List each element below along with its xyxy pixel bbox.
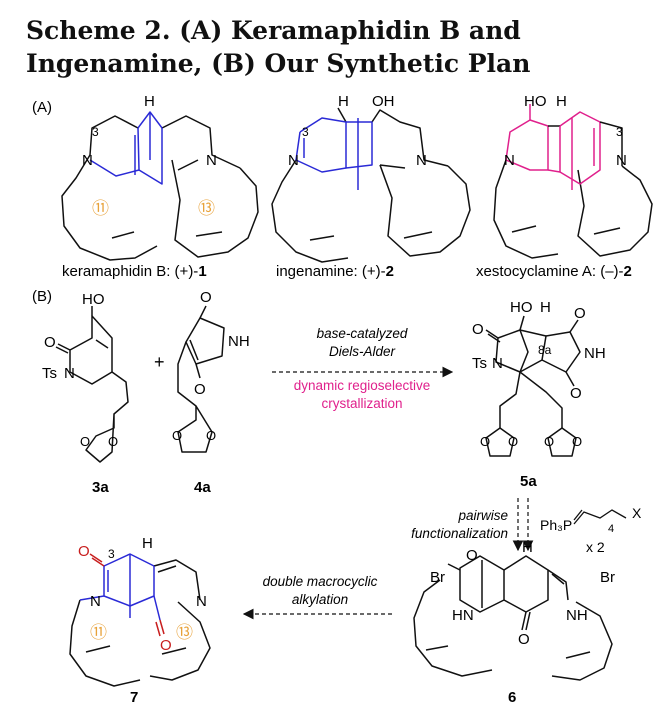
c6-h: H [522,539,533,556]
c4a-o-top: O [200,289,212,306]
c4a-nh: NH [228,333,250,350]
c5a-o-ring-1: O [480,434,490,449]
keramaphidin-n-right: N [206,152,217,169]
c4a-label: 4a [194,479,211,496]
pairwise-line2: functionalization [411,526,508,541]
ingenamine-n-right: N [416,152,427,169]
c4a-o-bottom: O [194,381,206,398]
keramaphidin-ring-11: ⑪ [92,199,109,218]
c4a-o-ring-2: O [206,428,216,443]
c7-n-right: N [196,593,207,610]
pairwise-line1: pairwise [457,508,508,523]
c7-n-left: N [90,593,101,610]
c6-o-top: O [466,547,478,564]
c5a-ts: Ts [472,355,487,372]
c5a-o-ring-2: O [508,434,518,449]
plus-sign: + [154,352,165,372]
wittig-chain [573,509,627,525]
keramaphidin-caption: keramaphidin B: (+)-1 [62,263,207,280]
xestocyclamine-ho-label: HO [524,93,547,110]
xestocyclamine-n-left: N [504,152,515,169]
c3a-ho: HO [82,291,105,308]
diels-alder-line2: Diels-Alder [329,344,396,359]
c7-h: H [142,535,153,552]
c6-o-bottom: O [518,631,530,648]
keramaphidin-h-label: H [144,93,155,110]
compound-5a-structure [485,315,581,457]
c6-nh: NH [566,607,588,624]
diels-alder-line1: base-catalyzed [317,326,408,341]
xestocyclamine-caption: xestocyclamine A: (–)-2 [476,263,632,280]
panel-b-label: (B) [32,288,52,305]
c3a-ts: Ts [42,365,57,382]
c3a-o-ring-2: O [108,434,118,449]
crystallization-note-line1: dynamic regioselective [294,378,431,393]
panel-a-label: (A) [32,99,52,116]
keramaphidin-c3-label: 3 [92,125,99,139]
xestocyclamine-structure [493,104,653,259]
c3a-o-ring-1: O [80,434,90,449]
c5a-o-ring-4: O [572,434,582,449]
ingenamine-caption: ingenamine: (+)-2 [276,263,394,280]
c3a-n: N [64,365,75,382]
ingenamine-h-label: H [338,93,349,110]
compound-7-structure [69,553,211,687]
ingenamine-oh-label: OH [372,93,395,110]
c5a-ho: HO [510,299,533,316]
c3a-o: O [44,334,56,351]
c6-hn: HN [452,607,474,624]
c7-o-bottom: O [160,637,172,654]
c4a-o-ring-1: O [172,428,182,443]
c7-label: 7 [130,689,138,706]
crystallization-note-line2: crystallization [321,396,402,411]
c5a-n: N [492,355,503,372]
c7-ring-13: ⑬ [176,623,193,642]
c7-o-top: O [78,543,90,560]
compound-6-structure [413,555,613,681]
c5a-h: H [540,299,551,316]
c5a-label: 5a [520,473,537,490]
ingenamine-structure [271,107,471,263]
c5a-o-bottom: O [570,385,582,402]
macrocyclic-line2: alkylation [292,592,348,607]
macrocyclic-line1: double macrocyclic [263,574,378,589]
c5a-o-ring-3: O [544,434,554,449]
c5a-nh: NH [584,345,606,362]
c6-br-right: Br [600,569,615,586]
c7-c3-label: 3 [108,547,115,561]
c5a-o-left: O [472,321,484,338]
c5a-8a-label: 8a [538,343,552,357]
xestocyclamine-c3-label: 3 [616,125,623,139]
wittig-reagent: Ph₃P [540,517,572,533]
wittig-multiplier: x 2 [586,539,605,555]
keramaphidin-ring-13: ⑬ [198,199,215,218]
scheme-title: Scheme 2. (A) Keramaphidin B and Ingenam… [26,16,531,78]
ingenamine-c3-label: 3 [302,125,309,139]
compound-4a-structure [177,305,225,453]
c3a-label: 3a [92,479,109,496]
c6-label: 6 [508,689,516,706]
c6-br-left: Br [430,569,445,586]
ingenamine-n-left: N [288,152,299,169]
xestocyclamine-h-label: H [556,93,567,110]
keramaphidin-n-left: N [82,152,93,169]
c5a-o-top: O [574,305,586,322]
xestocyclamine-n-right: N [616,152,627,169]
keramaphidin-b-structure [61,111,259,261]
c7-ring-11: ⑪ [90,623,107,642]
compound-3a-structure [55,306,129,463]
wittig-x: X [632,505,642,521]
wittig-subscript: 4 [608,523,614,535]
